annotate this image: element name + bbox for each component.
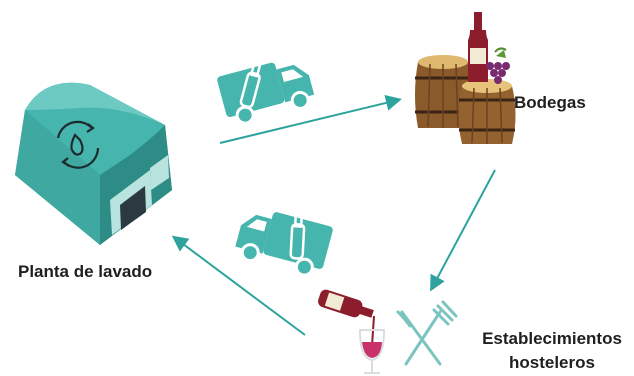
barrel-icon: [458, 79, 516, 144]
barrel-icon: [415, 55, 471, 128]
bottle-icon: [289, 212, 306, 260]
bottle-icon: [318, 289, 374, 318]
establecimientos-hosteleros-label: Establecimientos hosteleros: [470, 327, 634, 375]
wine-glass-icon: [358, 329, 386, 374]
truck-icon: [235, 212, 333, 277]
water-drop-icon: [56, 120, 100, 169]
bottle-icon: [239, 61, 262, 109]
arrow-planta-to-bodegas: [219, 95, 402, 144]
establecimientos-label-line1: Establecimientos: [482, 329, 622, 348]
truck-icon: [217, 61, 315, 125]
bodegas-label: Bodegas: [514, 93, 586, 112]
arrow-establecimientos-to-planta: [171, 235, 306, 336]
cutlery-icon: [396, 300, 458, 366]
establecimientos-label-line2: hosteleros: [509, 353, 595, 372]
planta-de-lavado-label: Planta de lavado: [18, 262, 153, 281]
bottle-icon: [468, 12, 488, 82]
warehouse-icon: [15, 82, 172, 246]
arrow-bodegas-to-establecimientos: [430, 169, 496, 292]
grapes-icon: [486, 47, 510, 84]
